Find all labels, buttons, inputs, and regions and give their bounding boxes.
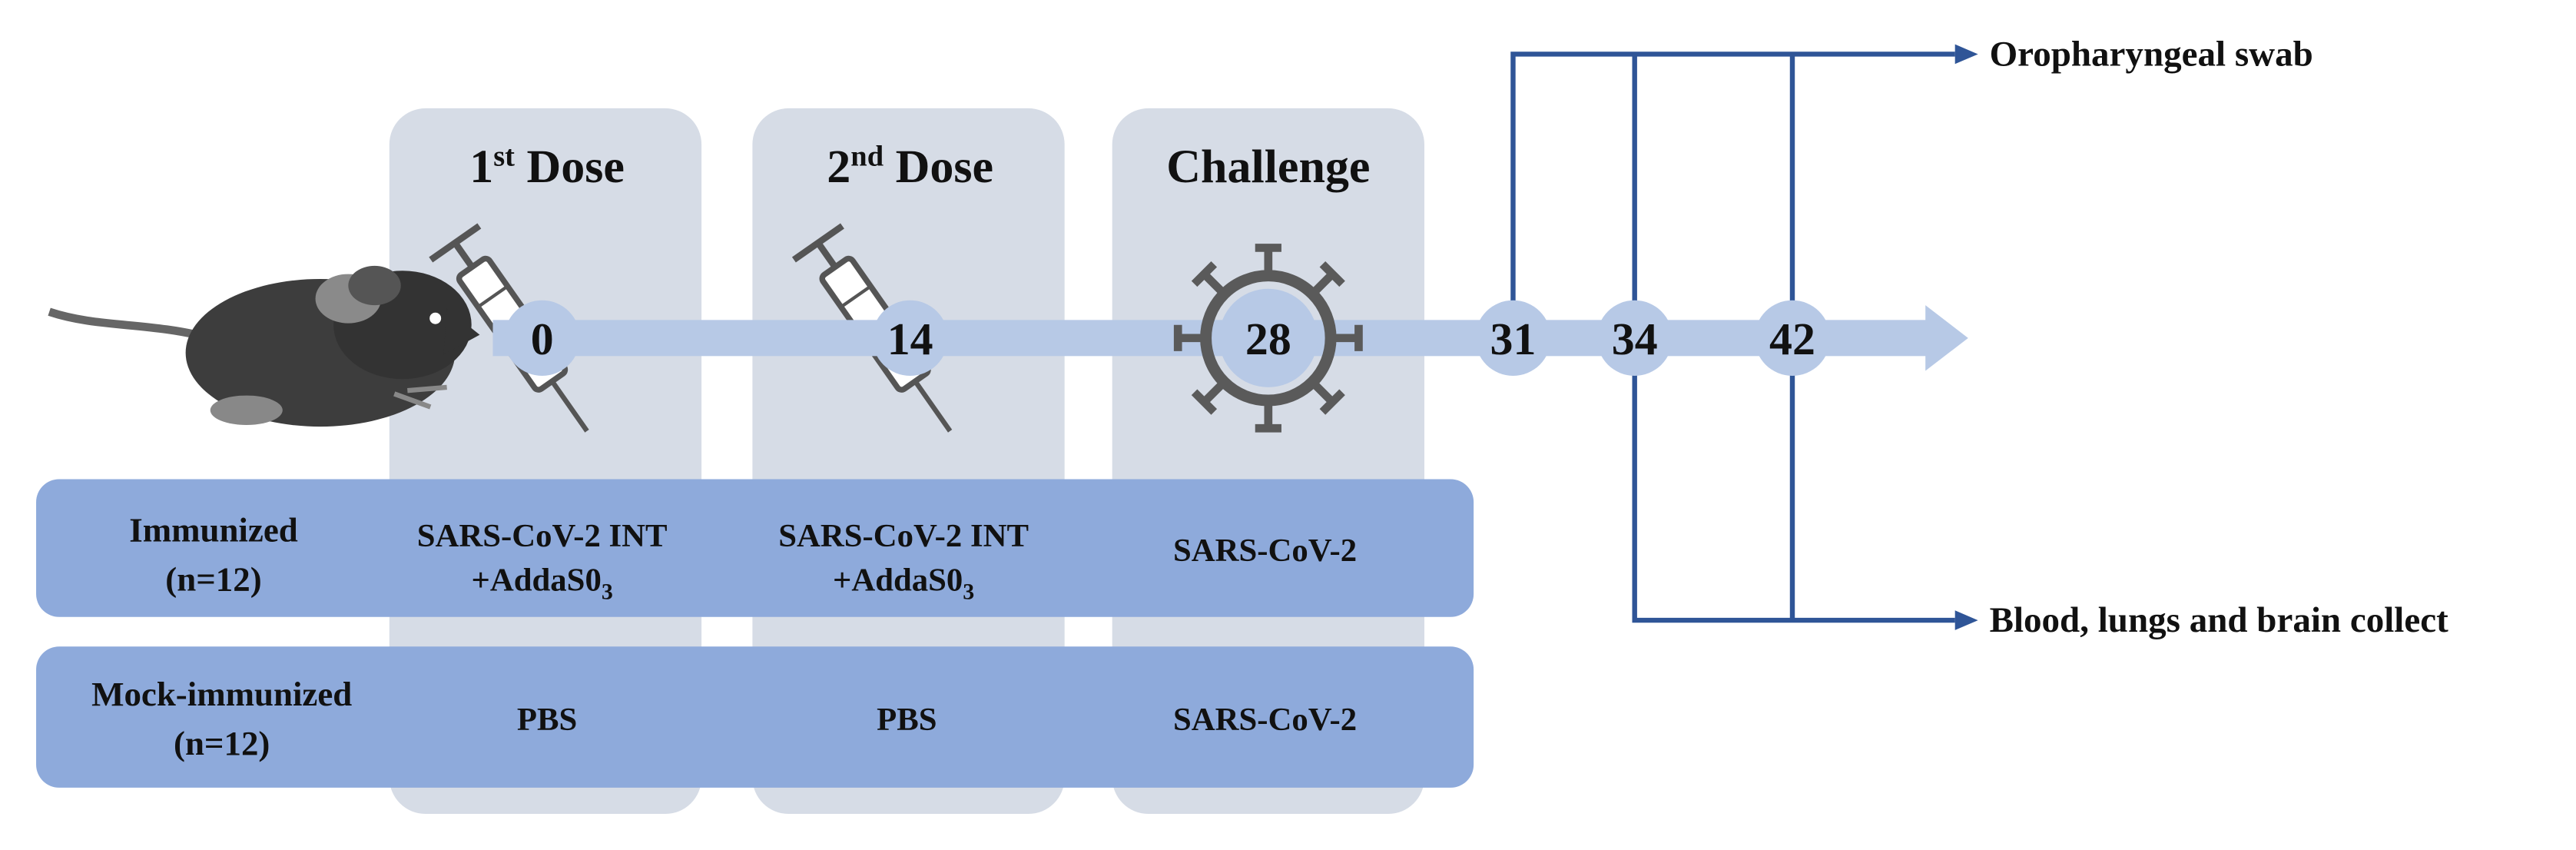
stage-title-challenge: Challenge	[1166, 141, 1370, 193]
swab-arrowhead	[1954, 44, 1978, 65]
group-row-mock-immunized	[36, 646, 1474, 788]
svg-text:28: 28	[1245, 314, 1291, 364]
svg-text:+AddaS03: +AddaS03	[833, 563, 974, 605]
virus-icon	[1173, 244, 1363, 433]
cell-mock-challenge: SARS-CoV-2	[1173, 702, 1357, 738]
cell-immunized-second-dose: SARS-CoV-2 INT +AddaS03	[778, 518, 1029, 604]
group-label-immunized: Immunized (n=12)	[129, 511, 298, 599]
collect-arrowhead	[1954, 610, 1978, 630]
collect-bracket	[1632, 372, 1955, 623]
svg-text:Immunized: Immunized	[129, 511, 298, 550]
svg-text:0: 0	[531, 314, 554, 364]
svg-text:31: 31	[1490, 314, 1537, 364]
day-marker-34: 34	[1596, 300, 1673, 376]
svg-text:14: 14	[887, 314, 933, 364]
svg-text:SARS-CoV-2 INT: SARS-CoV-2 INT	[417, 518, 668, 554]
cell-mock-second-dose: PBS	[877, 702, 937, 738]
stage-title-second-dose: 2nd Dose	[827, 141, 993, 193]
stage-title-first-dose: 1st Dose	[469, 141, 625, 193]
timeline-bar	[492, 320, 1939, 357]
mouse-icon	[48, 265, 480, 427]
day-marker-31: 31	[1475, 300, 1551, 376]
group-label-mock-immunized: Mock-immunized (n=12)	[91, 675, 352, 762]
svg-text:(n=12): (n=12)	[174, 724, 270, 762]
cell-immunized-challenge: SARS-CoV-2	[1173, 533, 1357, 569]
day-marker-28: 28	[1218, 288, 1318, 387]
outcome-label-collect: Blood, lungs and brain collect	[1990, 600, 2449, 640]
swab-bracket	[1510, 51, 1955, 304]
day-marker-42: 42	[1754, 300, 1831, 376]
svg-text:Mock-immunized: Mock-immunized	[91, 675, 352, 713]
group-row-immunized	[36, 479, 1474, 617]
stage-panel-challenge	[1112, 108, 1424, 815]
svg-text:SARS-CoV-2 INT: SARS-CoV-2 INT	[778, 518, 1029, 554]
outcome-label-swab: Oropharyngeal swab	[1990, 34, 2313, 74]
svg-text:34: 34	[1612, 314, 1658, 364]
svg-text:(n=12): (n=12)	[165, 560, 261, 599]
cell-immunized-first-dose: SARS-CoV-2 INT +AddaS03	[417, 518, 668, 604]
svg-text:+AddaS03: +AddaS03	[472, 563, 613, 605]
timeline-arrowhead	[1925, 305, 1968, 371]
day-marker-14: 14	[872, 300, 948, 376]
day-marker-0: 0	[504, 300, 580, 376]
svg-text:42: 42	[1769, 314, 1815, 364]
cell-mock-first-dose: PBS	[517, 702, 577, 738]
